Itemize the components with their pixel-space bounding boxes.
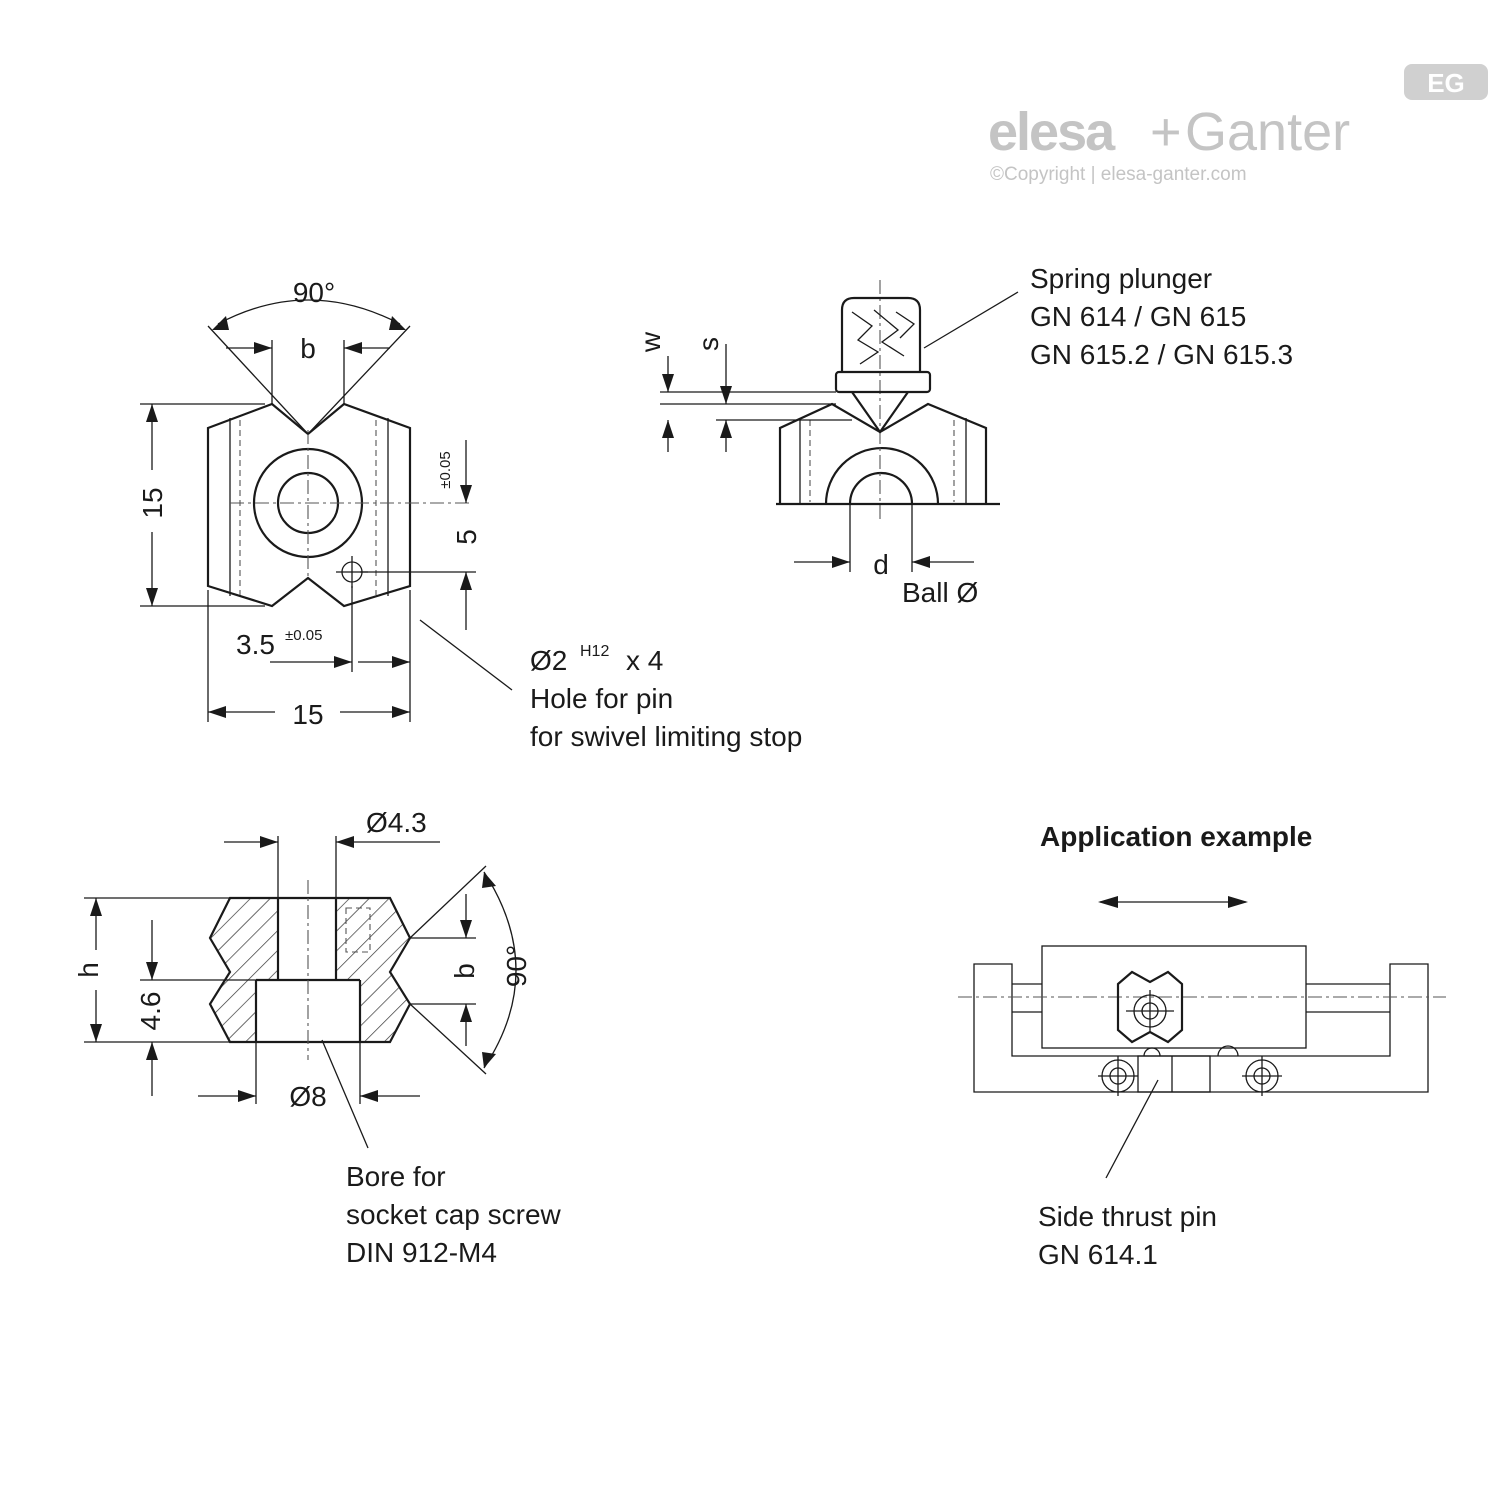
bore-line2: socket cap screw: [346, 1199, 562, 1230]
top-five-label: 5: [451, 529, 482, 545]
spring-plunger-note: Spring plunger GN 614 / GN 615 GN 615.2 …: [1030, 263, 1293, 370]
pin-hole-diameter: Ø2: [530, 645, 567, 676]
top-five-tolerance: ±0.05: [437, 451, 454, 488]
eg-badge: [1404, 64, 1488, 100]
pin-hole-note: Ø2 H12 x 4 Hole for pin for swivel limit…: [530, 643, 802, 752]
thrust-pin-leader: [1105, 1079, 1159, 1179]
section-b-label: b: [449, 963, 480, 979]
bore-line1: Bore for: [346, 1161, 446, 1192]
bore-line3: DIN 912-M4: [346, 1237, 497, 1268]
brand-elesa: elesa: [988, 102, 1116, 162]
spring-plunger-body: [840, 296, 922, 372]
spring-plunger-line3: GN 615.2 / GN 615.3: [1030, 339, 1293, 370]
top-view-outline: [206, 402, 412, 608]
spring-plunger-line2: GN 614 / GN 615: [1030, 301, 1246, 332]
side-bore-arc-inner: [848, 471, 914, 505]
top-offset-value: 3.5: [236, 629, 275, 660]
top-angle-label: 90°: [293, 277, 335, 308]
section-outline: [208, 896, 412, 1044]
side-s-label: s: [693, 337, 724, 351]
pin-hole-line2: Hole for pin: [530, 683, 673, 714]
application-title: Application example: [1040, 821, 1312, 852]
brand-plus: +: [1150, 102, 1182, 162]
section-h-label: h: [73, 962, 104, 978]
section-dia-large: Ø8: [289, 1081, 326, 1112]
side-w-label: w: [635, 331, 666, 353]
pin-hole-depth: x 4: [626, 645, 663, 676]
side-view-outline: [778, 402, 988, 504]
elesa-ganter-logo: EG elesa + Ganter ©Copyright | elesa-gan…: [988, 64, 1488, 185]
brand-ganter: Ganter: [1185, 102, 1350, 162]
side-d-label: d: [873, 549, 889, 580]
application-example: Application example Side thrust pin GN 6…: [958, 821, 1446, 1270]
section-view: Ø4.3 Ø8 h 4.6 b: [73, 807, 532, 1149]
bore-leader: [321, 1039, 369, 1149]
spring-plunger-leader: [923, 291, 1019, 349]
pin-hole-line3: for swivel limiting stop: [530, 721, 802, 752]
bore-note: Bore for socket cap screw DIN 912-M4: [346, 1161, 562, 1268]
spring-plunger-line1: Spring plunger: [1030, 263, 1212, 294]
spring-plunger-collar: [834, 370, 932, 394]
app-thrust-block: [1116, 970, 1184, 1044]
copyright-text: ©Copyright | elesa-ganter.com: [990, 164, 1247, 185]
section-pin-hole: [345, 907, 371, 953]
side-bore-arc-outer: [824, 446, 940, 505]
side-view: w s d Ball Ø: [635, 280, 1019, 608]
section-dia-small: Ø4.3: [366, 807, 427, 838]
application-label1: Side thrust pin: [1038, 1201, 1217, 1232]
top-width-label: 15: [292, 699, 323, 730]
section-46-label: 4.6: [135, 992, 166, 1031]
top-offset-tolerance: ±0.05: [285, 627, 322, 644]
side-ball-label: Ball Ø: [902, 577, 978, 608]
top-b-label: b: [300, 333, 316, 364]
top-height-label: 15: [137, 487, 168, 518]
eg-badge-text: EG: [1427, 68, 1465, 98]
pin-hole-leader: [419, 619, 513, 691]
rail-frame: [973, 963, 1429, 1093]
plunger-ball-tip: [851, 391, 909, 434]
section-angle-label: 90°: [501, 945, 532, 987]
pin-hole-fit: H12: [580, 643, 609, 660]
top-view: 90° b 15 ±0.05 5 3.5 ±0.05: [137, 277, 513, 730]
application-label2: GN 614.1: [1038, 1239, 1158, 1270]
